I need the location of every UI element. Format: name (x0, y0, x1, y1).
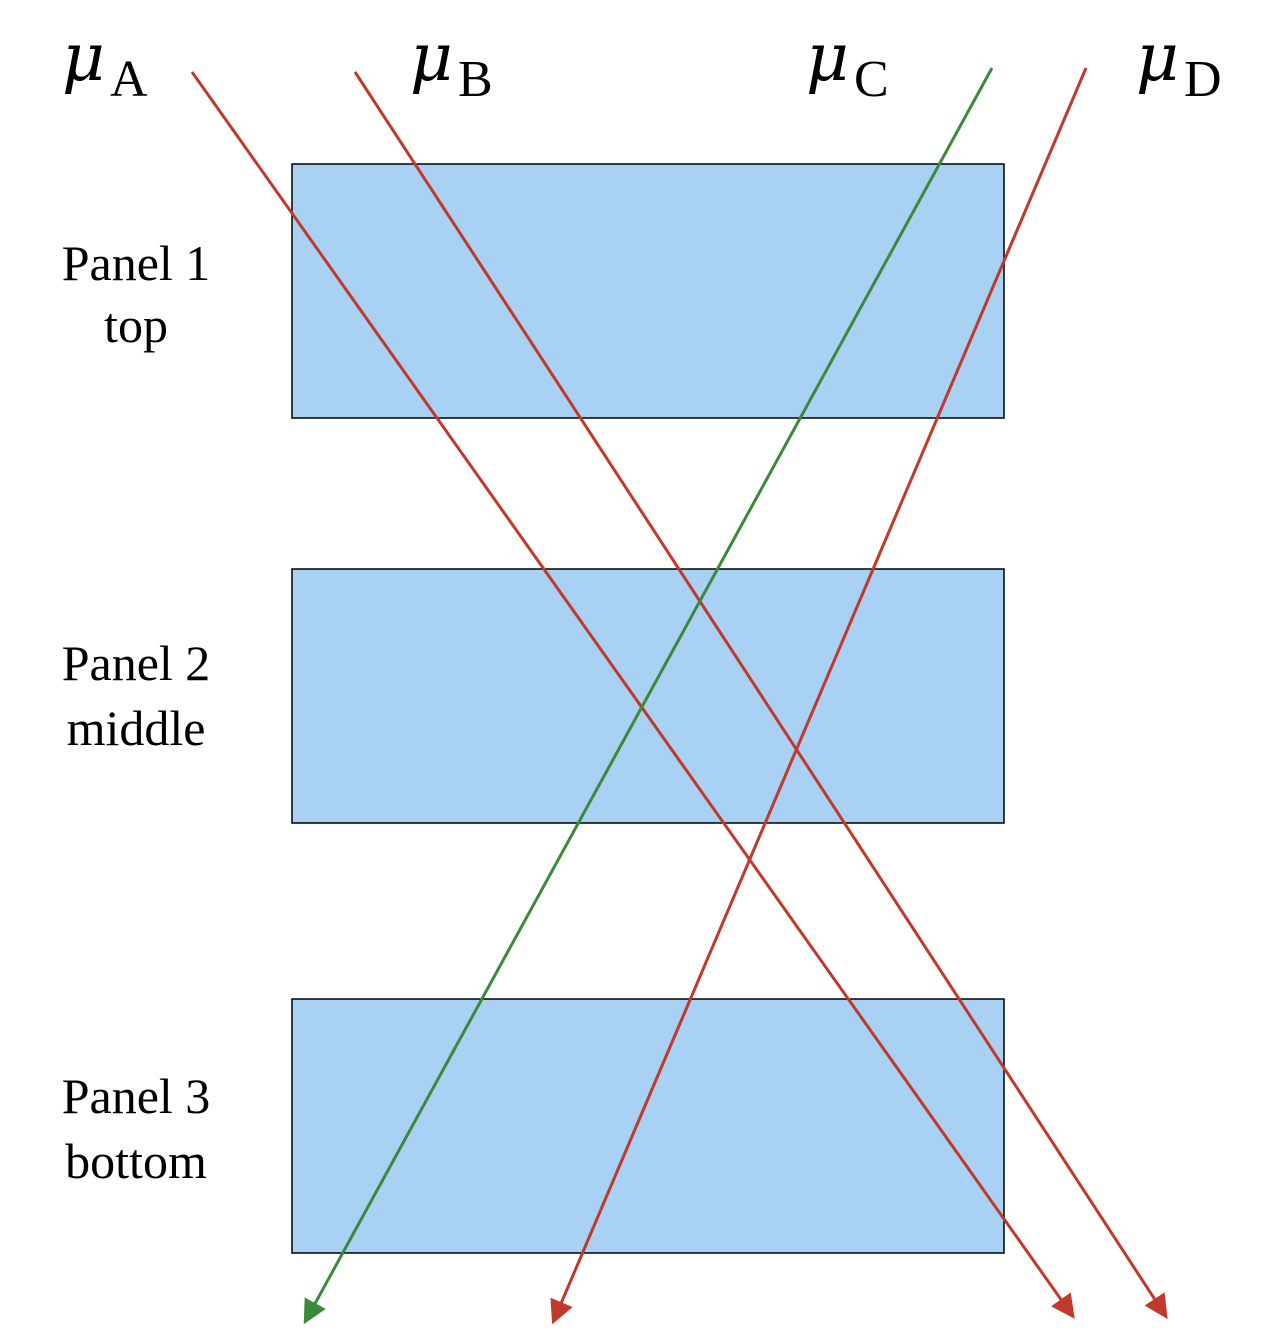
panel-1: Panel 1 top (62, 163, 1005, 419)
mu-c-subscript: C (854, 51, 889, 108)
panel-2-position: middle (67, 700, 206, 756)
panel-2: Panel 2 middle (62, 568, 1005, 824)
label-mu-d: μ D (1136, 19, 1222, 108)
panel-3-name: Panel 3 (62, 1068, 211, 1124)
mu-b-symbol: μ (410, 19, 453, 96)
track-mu-a (190, 71, 1075, 1319)
label-mu-a: μ A (62, 19, 148, 108)
panel-3: Panel 3 bottom (62, 998, 1005, 1254)
track-mu-c (303, 67, 994, 1325)
mu-d-subscript: D (1184, 51, 1222, 108)
panel-1-name: Panel 1 (62, 235, 211, 291)
mu-b-subscript: B (458, 51, 493, 108)
label-mu-c: μ C (806, 19, 889, 108)
mu-c-symbol: μ (806, 19, 849, 96)
panel-1-rect (291, 163, 1005, 419)
mu-a-subscript: A (110, 51, 148, 108)
mu-d-symbol: μ (1136, 19, 1179, 96)
panel-3-rect (291, 998, 1005, 1254)
label-mu-b: μ B (410, 19, 493, 108)
panel-1-position: top (104, 297, 168, 353)
panel-2-name: Panel 2 (62, 635, 211, 691)
panel-3-position: bottom (65, 1133, 207, 1189)
mu-a-symbol: μ (62, 19, 105, 96)
track-mu-d (550, 67, 1088, 1325)
track-mu-b (353, 71, 1168, 1320)
